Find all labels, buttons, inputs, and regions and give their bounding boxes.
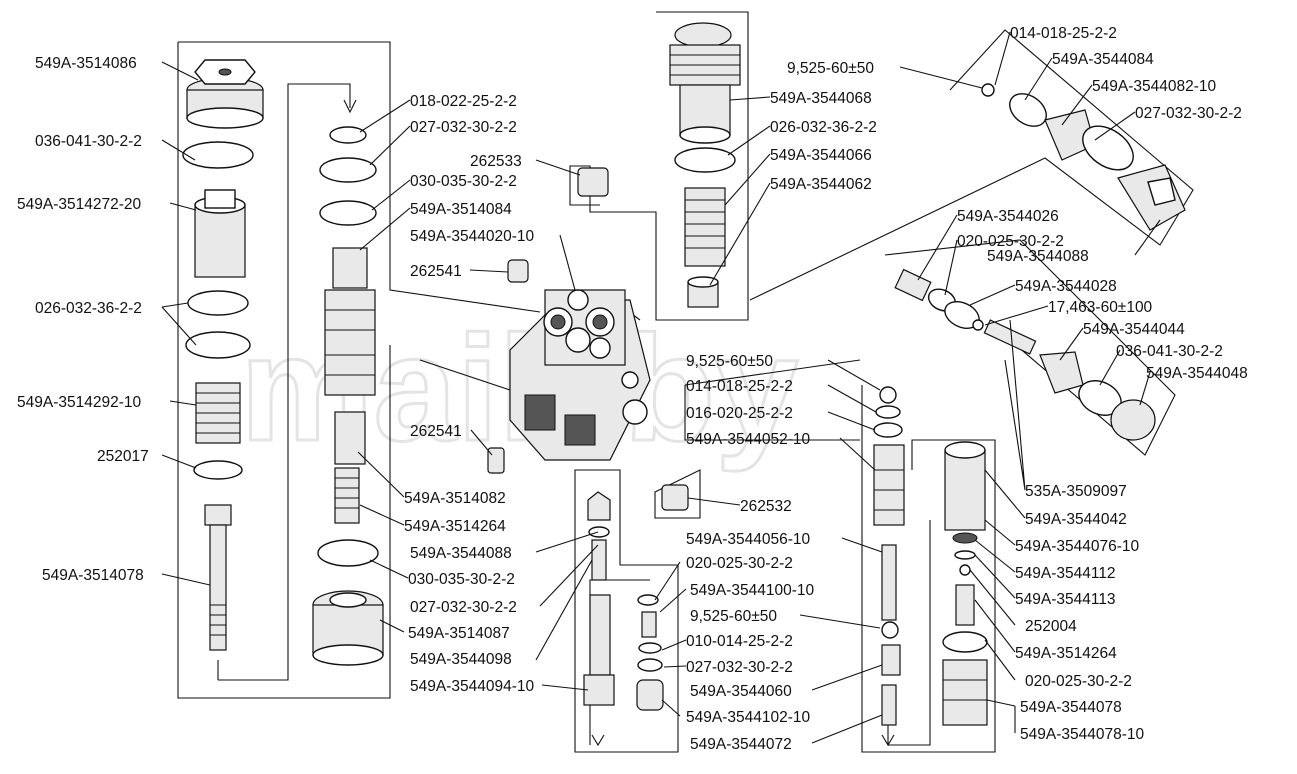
part-label: 9,525-60±50 <box>690 608 777 625</box>
part-label: 549A-3514078 <box>42 567 144 584</box>
part-label: 535A-3509097 <box>1025 483 1127 500</box>
part-label: 549A-3514087 <box>408 625 510 642</box>
lower-middle-parts <box>583 491 664 711</box>
part-label: 549A-3544094-10 <box>410 678 534 695</box>
part-label: 549A-3544056-10 <box>686 531 810 548</box>
part-label: 018-022-25-2-2 <box>410 93 517 110</box>
part-label: 549A-3544068 <box>770 90 872 107</box>
part-label: 549A-3544048 <box>1146 365 1248 382</box>
part-label: 549A-3514272-20 <box>17 196 141 213</box>
part-label: 027-032-30-2-2 <box>1135 105 1242 122</box>
part-label: 549A-3544100-10 <box>690 582 814 599</box>
part-label: 030-035-30-2-2 <box>410 173 517 190</box>
part-label: 549A-3514084 <box>410 201 512 218</box>
part-label: 549A-3544062 <box>770 176 872 193</box>
middle-right-parts <box>894 268 1156 441</box>
part-label: 036-041-30-2-2 <box>35 133 142 150</box>
part-label: 549A-3544088 <box>410 545 512 562</box>
part-label: 549A-3544088 <box>987 248 1089 265</box>
valve-body <box>487 167 689 511</box>
leader-lines <box>161 31 1161 744</box>
part-label: 549A-3544044 <box>1083 321 1185 338</box>
part-label: 262532 <box>740 498 792 515</box>
part-label: 252017 <box>97 448 149 465</box>
part-label: 549A-3544078-10 <box>1020 726 1144 743</box>
part-label: 549A-3544026 <box>957 208 1059 225</box>
part-label: 549A-3514086 <box>35 55 137 72</box>
part-label: 549A-3544060 <box>690 683 792 700</box>
part-label: 262533 <box>470 153 522 170</box>
part-label: 9,525-60±50 <box>787 60 874 77</box>
part-label: 014-018-25-2-2 <box>686 378 793 395</box>
part-label: 262541 <box>410 263 462 280</box>
part-label: 549A-3514264 <box>1015 645 1117 662</box>
part-label: 020-025-30-2-2 <box>1025 673 1132 690</box>
part-label: 549A-3544082-10 <box>1092 78 1216 95</box>
part-label: 549A-3544078 <box>1020 699 1122 716</box>
part-label: 030-035-30-2-2 <box>408 571 515 588</box>
part-label: 549A-3544052-10 <box>686 431 810 448</box>
part-label: 026-032-36-2-2 <box>770 119 877 136</box>
left-column-parts <box>182 59 264 651</box>
part-label: 549A-3514082 <box>404 490 506 507</box>
upper-right-parts <box>981 83 1186 231</box>
part-label: 549A-3544042 <box>1025 511 1127 528</box>
part-label: 036-041-30-2-2 <box>1116 343 1223 360</box>
part-label: 549A-3544076-10 <box>1015 538 1139 555</box>
part-label: 020-025-30-2-2 <box>686 555 793 572</box>
part-label: 549A-3544113 <box>1015 591 1116 608</box>
part-label: 016-020-25-2-2 <box>686 405 793 422</box>
part-label: 9,525-60±50 <box>686 353 773 370</box>
part-label: 17,463-60±100 <box>1048 299 1153 316</box>
part-label: 027-032-30-2-2 <box>410 119 517 136</box>
part-label: 549A-3544072 <box>690 736 792 753</box>
part-label: 549A-3544098 <box>410 651 512 668</box>
part-label: 549A-3544102-10 <box>686 709 810 726</box>
part-label: 549A-3514264 <box>404 518 506 535</box>
part-label: 549A-3544084 <box>1052 51 1154 68</box>
part-labels: 549A-3514086 036-041-30-2-2 549A-3514272… <box>17 25 1248 753</box>
part-label: 262541 <box>410 423 462 440</box>
part-label: 014-018-25-2-2 <box>1010 25 1117 42</box>
part-label: 027-032-30-2-2 <box>410 599 517 616</box>
part-label: 549A-3544066 <box>770 147 872 164</box>
part-label: 020-025-30-2-2 <box>957 233 1064 250</box>
part-label: 010-014-25-2-2 <box>686 633 793 650</box>
part-label: 549A-3544020-10 <box>410 228 534 245</box>
second-column-parts <box>312 126 384 666</box>
lower-right-parts <box>873 386 988 726</box>
part-label: 549A-3544112 <box>1015 565 1116 582</box>
part-label: 252004 <box>1025 618 1077 635</box>
part-label: 549A-3544028 <box>1015 278 1117 295</box>
part-label: 026-032-36-2-2 <box>35 300 142 317</box>
part-label: 549A-3514292-10 <box>17 394 141 411</box>
upper-middle-parts <box>669 22 741 308</box>
part-label: 027-032-30-2-2 <box>686 659 793 676</box>
